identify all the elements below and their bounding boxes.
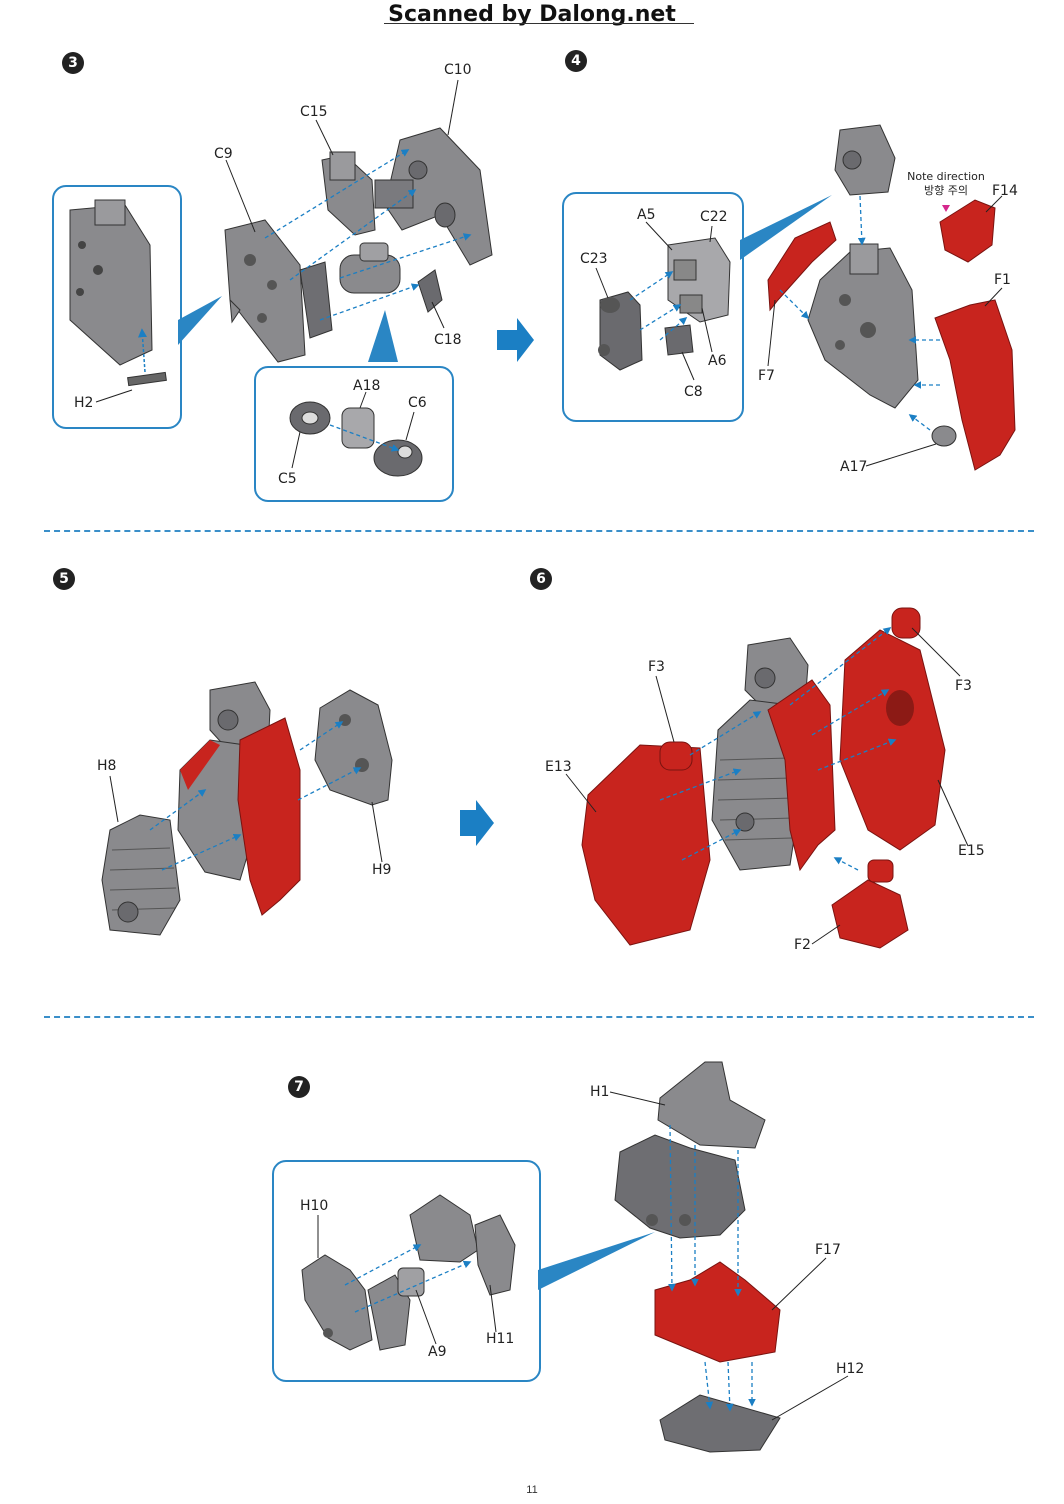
part-label-f14: F14 [992,183,1018,199]
step7-inset [301,1194,516,1351]
page-number: 11 [526,1484,538,1496]
part-label-h11: H11 [486,1331,515,1347]
step-3-badge: 3 [62,52,84,74]
part-label-c23: C23 [580,251,608,267]
step4-inset [598,237,731,371]
step-4-badge: 4 [565,50,587,72]
part-label-c10: C10 [444,62,472,78]
part-label-h2: H2 [74,395,94,411]
part-label-h10: H10 [300,1198,329,1214]
part-label-f2: F2 [794,937,811,953]
step3-inset-h2 [69,199,167,387]
part-label-h12: H12 [836,1361,865,1377]
part-label-a6: A6 [708,353,727,369]
part-label-a18: A18 [353,378,381,394]
part-label-e15: E15 [958,843,985,859]
step7-inset-frame [272,1160,541,1382]
section-divider-1 [44,530,1034,532]
part-label-f17: F17 [815,1242,841,1258]
step3-inset-frame-h2 [52,185,182,429]
section-divider-2 [44,1016,1034,1018]
scan-watermark: Scanned by Dalong.net [0,2,1064,27]
part-label-f3-left: F3 [648,659,665,675]
part-label-e13: E13 [545,759,572,775]
part-label-h8: H8 [97,758,117,774]
note-direction-en: Note direction [907,170,985,183]
part-label-a17: A17 [840,459,868,475]
part-label-f3-right: F3 [955,678,972,694]
part-label-f1: F1 [994,272,1011,288]
part-label-a9: A9 [428,1344,447,1360]
part-label-c9: C9 [214,146,233,162]
part-label-c22: C22 [700,209,728,225]
part-label-c15: C15 [300,104,328,120]
part-label-c18: C18 [434,332,462,348]
part-label-h9: H9 [372,862,392,878]
part-label-c5: C5 [278,471,297,487]
step3-inset-frame-joint [254,366,454,502]
note-direction-ko: 방향 주의 [924,184,968,197]
step-7-badge: 7 [288,1076,310,1098]
part-label-a5: A5 [637,207,656,223]
step3-inset-joint [289,401,423,477]
part-label-h1: H1 [590,1084,610,1100]
part-label-c8: C8 [684,384,703,400]
part-label-f7: F7 [758,368,775,384]
step4-inset-frame [562,192,744,422]
step-5-badge: 5 [53,568,75,590]
part-label-c6: C6 [408,395,427,411]
step-6-badge: 6 [530,568,552,590]
